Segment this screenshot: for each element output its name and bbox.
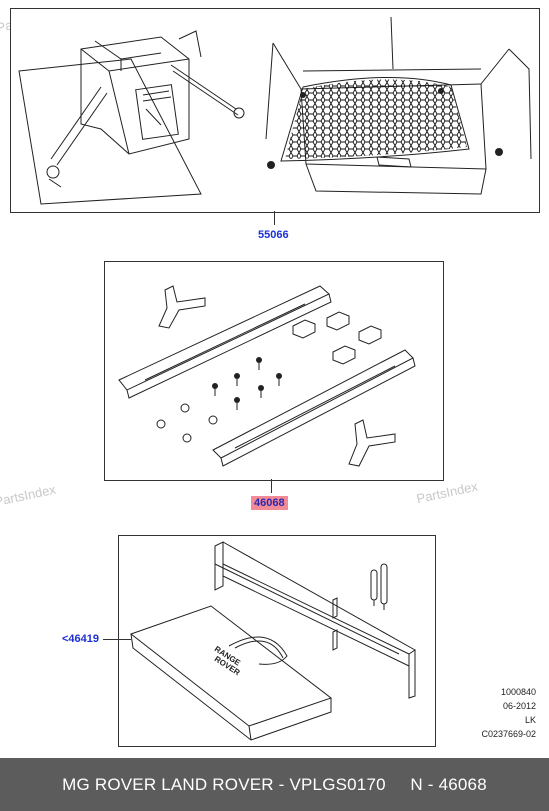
divider-illustration: RANGE ROVER: [129, 541, 416, 741]
callout-46419[interactable]: <46419: [62, 633, 100, 645]
meta-line-2: 06-2012: [502, 701, 536, 711]
diagram-panel-cargo-net: [10, 8, 540, 213]
callout-55066[interactable]: 55066: [258, 229, 289, 241]
rails-illustration: [118, 285, 416, 467]
watermark-mid-left: PartsIndex: [0, 481, 58, 510]
drawing-metadata: 1000840 06-2012 LK C0237669-02: [440, 685, 536, 741]
meta-line-3: LK: [524, 715, 536, 725]
meta-line-1: 1000840: [500, 687, 536, 697]
diagram-panel-divider: RANGE ROVER: [118, 535, 436, 747]
watermark-mid-right: PartsIndex: [415, 478, 480, 507]
footer-bar: MG ROVER LAND ROVER - VPLGS0170 N - 4606…: [0, 758, 549, 811]
diagram-panel-rails: [104, 261, 444, 481]
cargo-net-illustration: [18, 16, 532, 205]
leader-line-55066: [274, 211, 275, 225]
leader-line-46419: [103, 639, 131, 640]
callout-46068[interactable]: 46068: [251, 496, 288, 510]
footer-title: MG ROVER LAND ROVER - VPLGS0170 N - 4606…: [62, 775, 487, 794]
cargo-net-mesh: [285, 79, 467, 159]
meta-line-4: C0237669-02: [481, 729, 536, 739]
leader-line-46068: [271, 479, 272, 493]
